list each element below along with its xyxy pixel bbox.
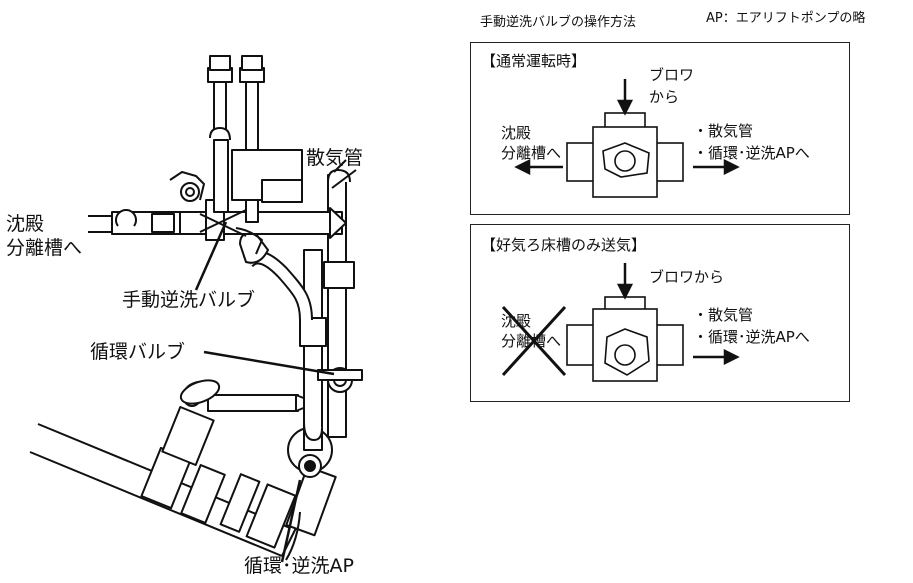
panel2-heading: 【好気ろ床槽のみ送気】 [481, 236, 647, 254]
panel2-blower: ブロワから [649, 268, 725, 286]
label-sankikan: 散気管 [306, 147, 364, 169]
panel2-right-line2: ・循環･逆洗APへ [693, 328, 810, 346]
panel1-blower-line1: ブロワ [649, 66, 695, 84]
upper-vertical-pipes [169, 55, 303, 255]
panel1-right-line1: ・散気管 [693, 122, 754, 140]
panel1-heading: 【通常運転時】 [481, 52, 587, 70]
panel1-blower-line2: から [649, 88, 680, 106]
panel1-left-line2: 分離槽へ [501, 144, 562, 162]
panel1-right-line2: ・循環･逆洗APへ [693, 144, 810, 162]
label-chinden-line1: 沈殿 [6, 213, 45, 235]
panel1-valve-diagram [514, 79, 740, 198]
panel2-left-line2: 分離槽へ [501, 332, 562, 350]
panel2-valve-diagram [501, 263, 740, 382]
label-circulation-ap: 循環･逆洗AP [244, 555, 354, 577]
ap-note: AP：エアリフトポンプの略 [706, 11, 866, 26]
label-chinden-line2: 分離槽へ [6, 237, 83, 259]
panel-normal-operation: 【通常運転時】 ブロワ から 沈殿 分離槽へ ・散気管 ・循環･逆洗APへ [470, 42, 850, 215]
operation-title: 手動逆洗バルブの操作方法 [480, 15, 637, 30]
circulation-pipes [299, 159, 363, 451]
left-riser-pipe [161, 379, 317, 466]
panel2-right-line1: ・散気管 [693, 306, 754, 324]
label-circulation-valve: 循環バルブ [90, 341, 186, 363]
panel1-left-line1: 沈殿 [501, 124, 532, 142]
horizontal-header [88, 199, 347, 241]
label-manual-backwash-valve: 手動逆洗バルブ [122, 289, 256, 311]
panel-aerobic-only: 【好気ろ床槽のみ送気】 ブロワから 沈殿 分離槽へ ・散気管 ・循環･逆洗APへ [470, 224, 850, 402]
leader-lines [194, 221, 335, 563]
pipe-couplings [140, 446, 297, 549]
blocked-cross-mark [501, 305, 567, 377]
s-curve-hose [239, 232, 313, 321]
